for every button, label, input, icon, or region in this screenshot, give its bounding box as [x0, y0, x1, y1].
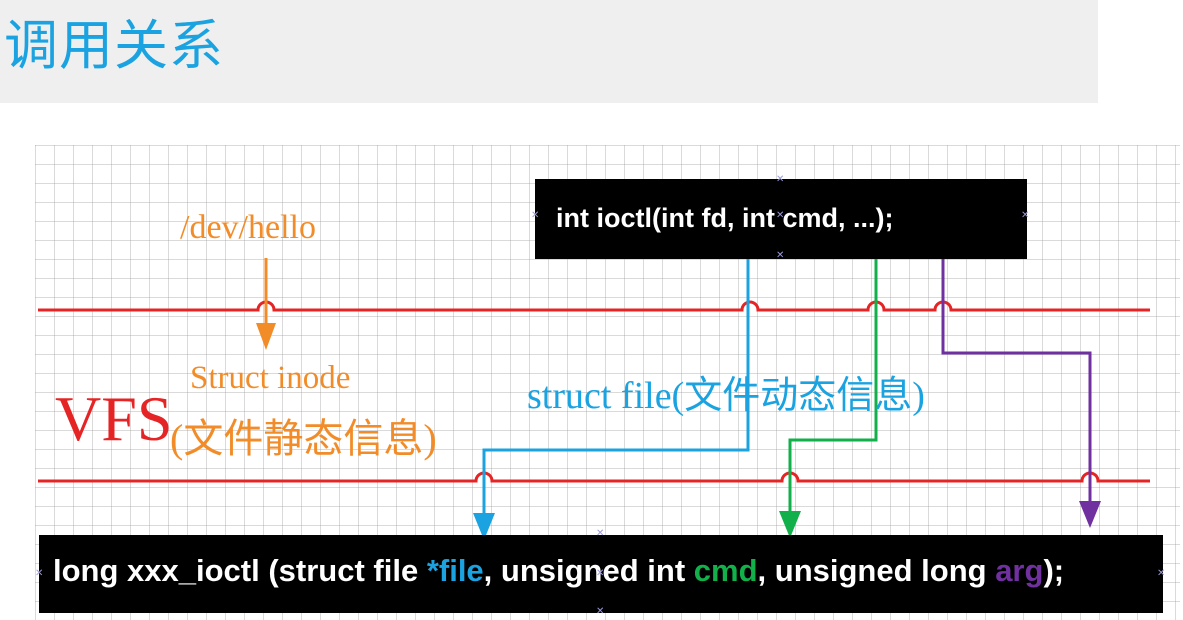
sig-suffix: ); — [1043, 553, 1065, 588]
vfs-lower-line — [38, 471, 1150, 483]
bottom-box-handle-top[interactable]: ✕ — [596, 528, 605, 539]
ioctl-call-box — [535, 179, 1027, 259]
sig-mid1: , unsigned int — [483, 553, 694, 588]
sig-arg-arg: arg — [995, 553, 1044, 588]
bottom-box-handle-left[interactable]: ✕ — [35, 568, 44, 579]
inode-desc-label: (文件静态信息) — [170, 416, 437, 461]
top-box-handle-center[interactable]: ✕ — [776, 210, 785, 221]
file-arrow-head — [473, 513, 495, 540]
arg-arrow-path — [941, 252, 1092, 503]
dev-path-label: /dev/hello — [180, 209, 316, 246]
vfs-label: VFS — [55, 383, 173, 454]
title-bar: 调用关系 — [0, 0, 1098, 103]
sig-prefix: long xxx_ioctl (struct file — [53, 553, 427, 588]
sig-file-arg: *file — [426, 553, 484, 588]
top-box-handle-top[interactable]: ✕ — [776, 174, 785, 185]
sig-cmd-arg: cmd — [693, 553, 758, 588]
dev-arrow-head — [256, 323, 276, 350]
bottom-box-handle-right[interactable]: ✕ — [1157, 568, 1166, 579]
vfs-upper-line — [38, 300, 1150, 312]
cmd-arrow-head — [779, 511, 801, 538]
driver-ioctl-text: long xxx_ioctl (struct file *file, unsig… — [53, 553, 1064, 589]
arg-arrow-head — [1079, 501, 1101, 528]
inode-label: Struct inode — [190, 360, 351, 396]
top-box-handle-left[interactable]: ✕ — [531, 210, 540, 221]
ioctl-call-text: int ioctl(int fd, int cmd, ...); — [556, 203, 894, 233]
file-label: struct file(文件动态信息) — [527, 375, 925, 417]
cmd-arrow-path — [788, 230, 878, 513]
file-arrow-path — [482, 240, 750, 515]
top-box-handle-right[interactable]: ✕ — [1021, 210, 1030, 221]
bottom-box-handle-center[interactable]: ✕ — [596, 568, 605, 579]
sig-mid2: , unsigned long — [757, 553, 996, 588]
top-box-handle-bottom[interactable]: ✕ — [776, 250, 785, 261]
page-title: 调用关系 — [4, 14, 224, 77]
bottom-box-handle-bottom[interactable]: ✕ — [596, 606, 605, 617]
driver-ioctl-box — [39, 535, 1163, 613]
